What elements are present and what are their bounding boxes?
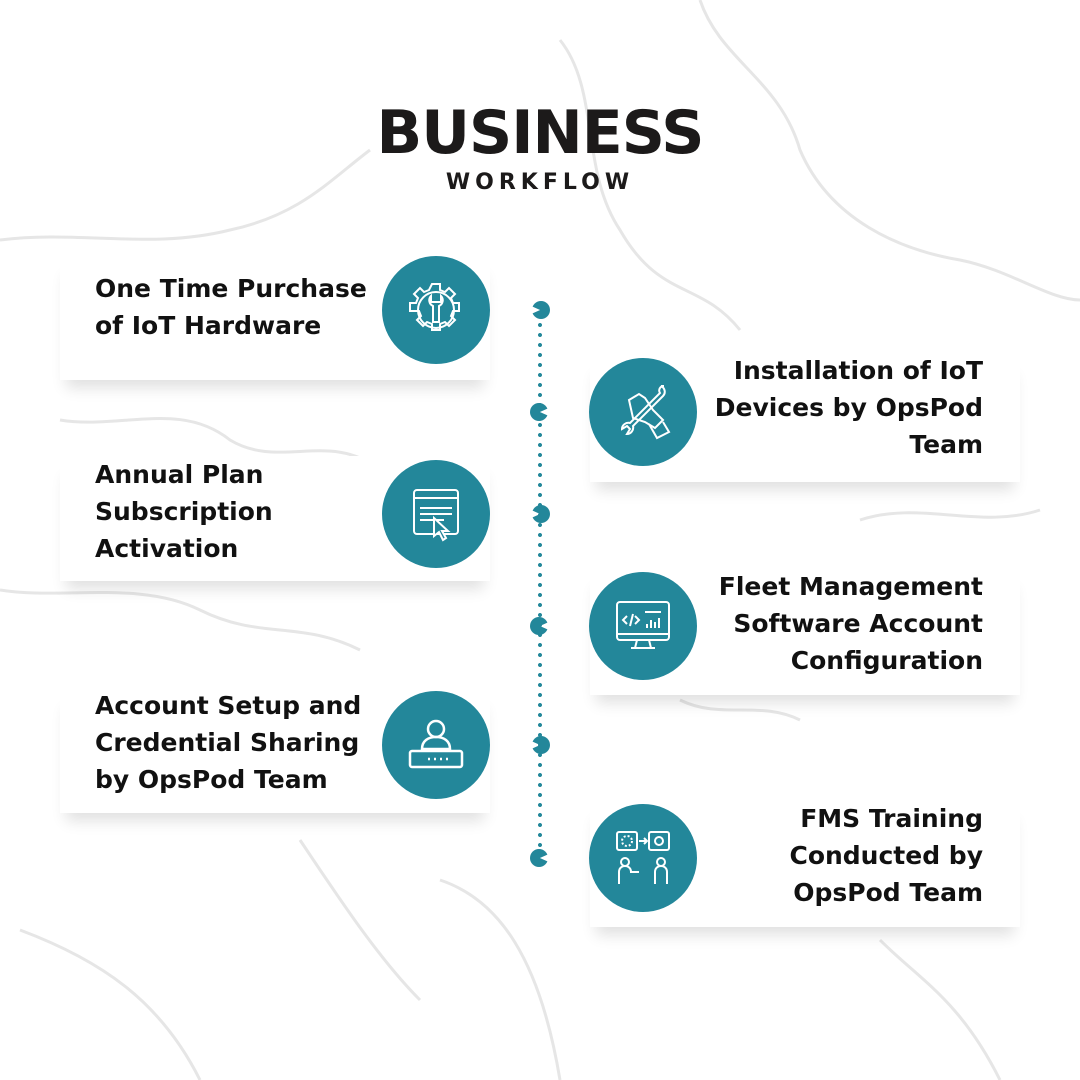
step-4-text: Fleet Management Software Account Config… (719, 568, 983, 679)
training-presentation-icon (616, 831, 670, 884)
timeline-marker (532, 301, 550, 319)
step-3-line: Subscription (95, 497, 273, 526)
step-2-line: Team (909, 430, 983, 459)
step-2-line: Devices by OpsPod (714, 393, 983, 422)
timeline-dotted-line (538, 310, 542, 858)
timeline-marker (530, 403, 548, 421)
step-1-line: One Time Purchase (95, 274, 367, 303)
step-4-line: Configuration (790, 646, 983, 675)
step-4-icon-circle (589, 572, 697, 680)
gear-wrench-icon (409, 283, 460, 331)
step-1-line: of IoT Hardware (95, 311, 322, 340)
timeline-marker (530, 849, 548, 867)
step-6-text: FMS Training Conducted by OpsPod Team (789, 800, 983, 911)
web-page-click-icon (413, 489, 459, 542)
hand-wrench-icon (620, 385, 671, 440)
step-6-icon-circle (589, 804, 697, 912)
step-5-icon-circle (382, 691, 490, 799)
step-5-line: Credential Sharing (95, 728, 360, 757)
step-5-line: Account Setup and (95, 691, 362, 720)
step-1-text: One Time Purchase of IoT Hardware (95, 270, 367, 344)
step-6-line: Conducted by (789, 841, 983, 870)
step-2-icon-circle (589, 358, 697, 466)
step-5-line: by OpsPod Team (95, 765, 328, 794)
title-main: BUSINESS (376, 98, 705, 168)
step-2-text: Installation of IoT Devices by OpsPod Te… (715, 352, 983, 463)
step-3-line: Activation (95, 534, 239, 563)
step-5-text: Account Setup and Credential Sharing by … (95, 687, 361, 798)
user-password-icon (408, 719, 464, 769)
step-2-line: Installation of IoT (733, 356, 983, 385)
step-4-line: Software Account (733, 609, 983, 638)
step-3-line: Annual Plan (95, 460, 264, 489)
step-6-line: FMS Training (800, 804, 983, 833)
timeline-marker (532, 505, 550, 523)
step-3-icon-circle (382, 460, 490, 568)
step-1-icon-circle (382, 256, 490, 364)
step-4-line: Fleet Management (718, 572, 983, 601)
timeline-marker (530, 617, 548, 635)
step-3-text: Annual Plan Subscription Activation (95, 456, 273, 567)
timeline-marker (532, 736, 550, 754)
step-6-line: OpsPod Team (793, 878, 983, 907)
monitor-code-icon (616, 601, 670, 649)
title-sub: WORKFLOW (445, 170, 635, 195)
